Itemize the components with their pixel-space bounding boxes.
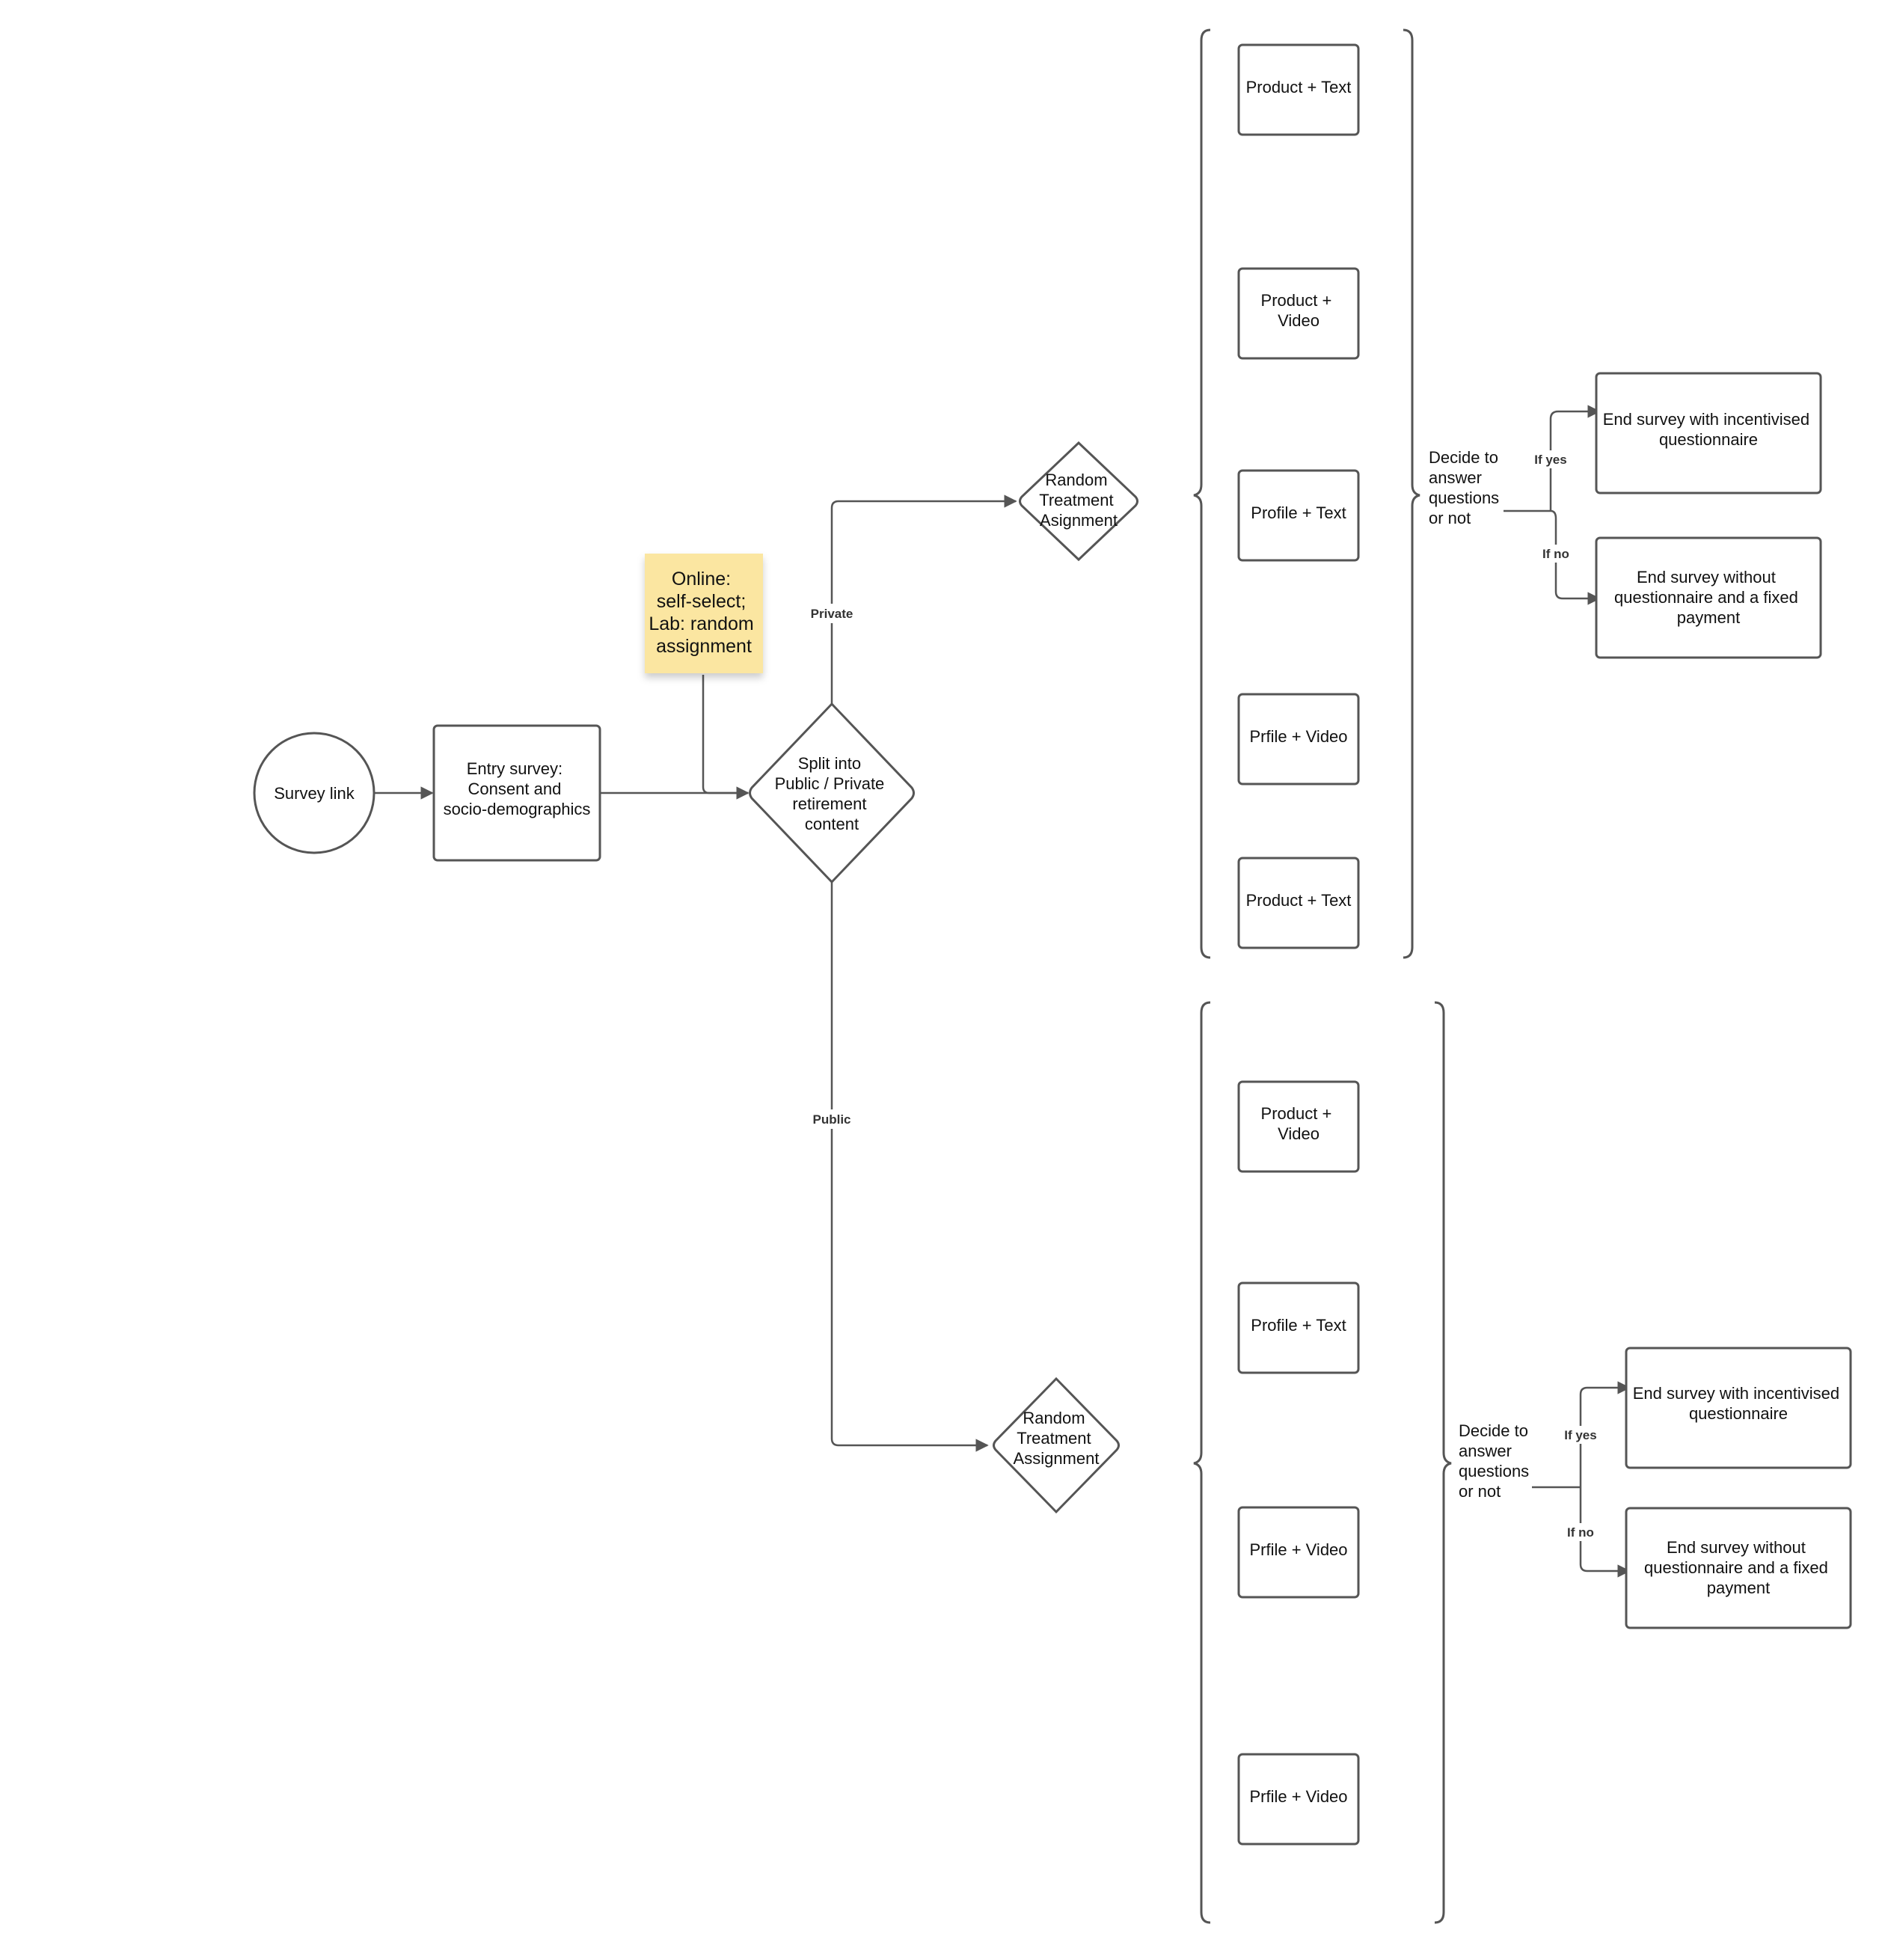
outcome-yes-label: End survey with incentivised questionnai… bbox=[1603, 410, 1814, 449]
edge-public bbox=[830, 882, 989, 1452]
outcome-no-label: End survey without questionnaire and a f… bbox=[1614, 568, 1803, 627]
edge-yes-private bbox=[1549, 405, 1601, 511]
treatment-box[interactable]: Product + Text bbox=[1237, 43, 1360, 136]
split-decision-node[interactable]: Split into Public / Private retirement c… bbox=[749, 702, 915, 884]
treatment-label: Product + Text bbox=[1246, 891, 1352, 910]
label-if-no-private: If no bbox=[1542, 547, 1569, 561]
label-if-yes-public: If yes bbox=[1564, 1428, 1596, 1442]
outcome-no-private[interactable]: End survey without questionnaire and a f… bbox=[1595, 536, 1822, 659]
edge-private bbox=[830, 494, 1017, 704]
treatment-label: Profile + Text bbox=[1251, 1316, 1346, 1335]
outcome-yes-public[interactable]: End survey with incentivised questionnai… bbox=[1625, 1347, 1852, 1469]
outcome-yes-label: End survey with incentivised questionnai… bbox=[1633, 1384, 1844, 1423]
edge-note-to-split bbox=[702, 675, 748, 794]
private-right-bracket bbox=[1403, 28, 1420, 959]
treatment-box[interactable]: Profile + Text bbox=[1237, 469, 1360, 562]
label-if-yes-private: If yes bbox=[1534, 453, 1566, 467]
outcome-no-public[interactable]: End survey without questionnaire and a f… bbox=[1625, 1507, 1852, 1629]
sticky-note[interactable]: Online: self-select; Lab: random assignm… bbox=[645, 554, 763, 673]
decision-text-public: Decide to answer questions or not bbox=[1459, 1421, 1533, 1501]
label-if-no-public: If no bbox=[1567, 1525, 1594, 1540]
label-private: Private bbox=[811, 607, 853, 621]
treatment-label: Prfile + Video bbox=[1249, 727, 1347, 746]
edge-yes-public bbox=[1579, 1381, 1631, 1487]
random-assignment-public-label: Random Treatment Assignment bbox=[1014, 1409, 1100, 1468]
edge-no-private bbox=[1550, 509, 1601, 605]
edge-labels: Private Public If yes If no If yes If no bbox=[808, 450, 1605, 1541]
treatment-box[interactable]: Prfile + Video bbox=[1237, 1506, 1360, 1599]
outcome-no-label: End survey without questionnaire and a f… bbox=[1644, 1538, 1833, 1597]
treatment-box[interactable]: Product + Video bbox=[1237, 267, 1360, 360]
outcome-yes-private[interactable]: End survey with incentivised questionnai… bbox=[1595, 372, 1822, 494]
treatment-label: Product + Video bbox=[1261, 291, 1337, 330]
treatment-label: Product + Video bbox=[1261, 1104, 1337, 1143]
entry-survey-label: Entry survey: Consent and socio-demograp… bbox=[444, 759, 591, 818]
treatment-box[interactable]: Product + Text bbox=[1237, 857, 1360, 949]
connectors bbox=[374, 405, 1631, 1578]
label-public: Public bbox=[812, 1112, 850, 1127]
treatment-label: Prfile + Video bbox=[1249, 1787, 1347, 1806]
treatment-label: Product + Text bbox=[1246, 78, 1352, 97]
brackets bbox=[1193, 28, 1452, 1924]
survey-link-label: Survey link bbox=[274, 784, 355, 803]
decision-text-private: Decide to answer questions or not bbox=[1429, 448, 1504, 527]
random-assignment-private-node[interactable]: Random Treatment Asignment bbox=[1019, 441, 1138, 562]
treatment-box[interactable]: Product + Video bbox=[1237, 1080, 1360, 1173]
public-treatments: Product + Video Profile + Text Prfile + … bbox=[1237, 1080, 1360, 1846]
treatment-label: Profile + Text bbox=[1251, 503, 1346, 522]
survey-link-node[interactable]: Survey link bbox=[253, 732, 376, 854]
private-treatments: Product + Text Product + Video Profile +… bbox=[1237, 43, 1360, 949]
treatment-label: Prfile + Video bbox=[1249, 1540, 1347, 1559]
public-left-bracket bbox=[1193, 1001, 1211, 1924]
public-right-bracket bbox=[1434, 1001, 1452, 1924]
entry-survey-node[interactable]: Entry survey: Consent and socio-demograp… bbox=[432, 724, 601, 862]
random-assignment-public-node[interactable]: Random Treatment Assignment bbox=[993, 1376, 1120, 1514]
edge-no-public bbox=[1579, 1487, 1631, 1578]
treatment-box[interactable]: Prfile + Video bbox=[1237, 1753, 1360, 1846]
sticky-note-text: Online: self-select; Lab: random assignm… bbox=[649, 569, 758, 657]
random-assignment-private-label: Random Treatment Asignment bbox=[1039, 471, 1118, 530]
split-decision-label: Split into Public / Private retirement c… bbox=[775, 754, 889, 833]
treatment-box[interactable]: Prfile + Video bbox=[1237, 693, 1360, 785]
treatment-box[interactable]: Profile + Text bbox=[1237, 1281, 1360, 1374]
private-left-bracket bbox=[1193, 28, 1211, 959]
